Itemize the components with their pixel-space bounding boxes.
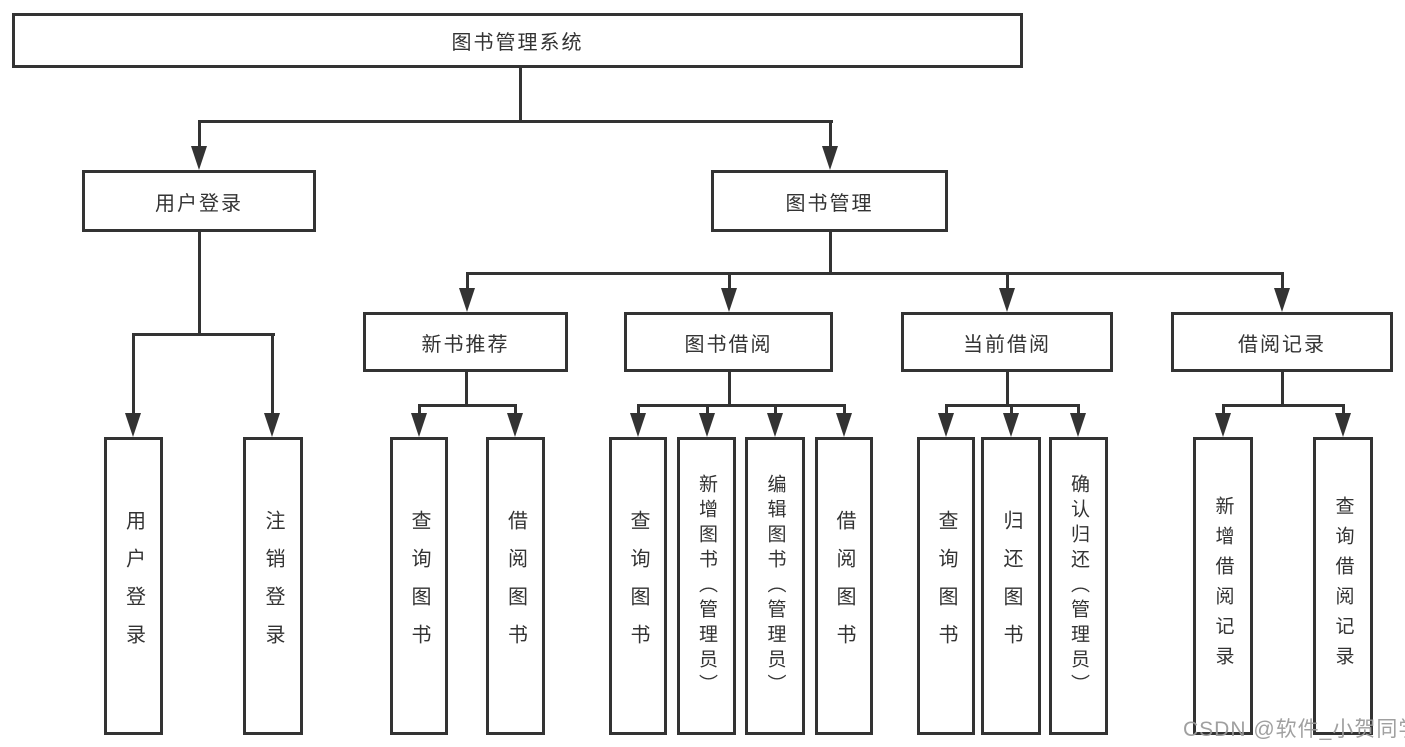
connector-level3-splitter (466, 272, 1284, 275)
root-node-label: 图书管理系统 (451, 32, 584, 54)
node-borrow-records-label: 借阅记录 (1238, 333, 1326, 356)
leaf-borrow-books-recommend: 借阅图书 (486, 437, 545, 735)
arrow-down-icon (938, 413, 954, 437)
arrow-down-icon (125, 413, 141, 437)
arrow-down-icon (1274, 288, 1290, 312)
connector-leaf (774, 404, 777, 413)
connector-new-book-splitter (418, 404, 517, 407)
connector-to-book-management (829, 120, 832, 146)
leaf-add-borrow-record: 新增借阅记录 (1193, 437, 1253, 735)
leaf-borrow-books: 借阅图书 (815, 437, 873, 735)
connector-book-borrow-stub (728, 372, 731, 406)
root-node: 图书管理系统 (12, 13, 1023, 68)
leaf-logout-label: 注销登录 (262, 510, 284, 662)
node-current-borrow-label: 当前借阅 (963, 333, 1051, 356)
node-book-borrow: 图书借阅 (624, 312, 833, 372)
arrow-down-icon (767, 413, 783, 437)
leaf-add-books-admin-label: 新增图书（管理员） (696, 473, 717, 699)
connector-leaf (945, 404, 948, 413)
leaf-add-borrow-record-label: 新增借阅记录 (1212, 496, 1234, 676)
connector-to-leaf-logout (271, 333, 274, 413)
connector-user-login-splitter (132, 333, 275, 336)
arrow-down-icon (836, 413, 852, 437)
leaf-borrow-books-label: 借阅图书 (833, 510, 855, 662)
leaf-return-books: 归还图书 (981, 437, 1041, 735)
leaf-query-books-current-label: 查询图书 (935, 510, 957, 662)
leaf-query-books-current: 查询图书 (917, 437, 975, 735)
connector-leaf (1077, 404, 1080, 413)
connector-borrow-records-splitter (1222, 404, 1345, 407)
connector-leaf (843, 404, 846, 413)
leaf-return-books-label: 归还图书 (1000, 510, 1022, 662)
connector-current-borrow-stub (1006, 372, 1009, 406)
connector-leaf (706, 404, 709, 413)
connector-leaf (514, 404, 517, 413)
leaf-confirm-return-admin-label: 确认归还（管理员） (1068, 473, 1089, 699)
leaf-user-login: 用户登录 (104, 437, 163, 735)
node-new-book-recommend-label: 新书推荐 (421, 333, 510, 356)
connector-leaf (637, 404, 640, 413)
node-user-login-label: 用户登录 (155, 192, 243, 215)
connector-level2-splitter (198, 120, 833, 123)
connector-leaf (418, 404, 421, 413)
connector-user-login-stub (198, 232, 201, 335)
arrow-down-icon (1070, 413, 1086, 437)
connector-root-drop (519, 68, 522, 122)
connector-book-management-stub (829, 232, 832, 274)
leaf-edit-books-admin-label: 编辑图书（管理员） (764, 473, 786, 699)
arrow-down-icon (459, 288, 475, 312)
leaf-user-login-label: 用户登录 (122, 510, 145, 662)
connector-to-borrow-records (1281, 272, 1284, 288)
leaf-borrow-books-recommend-label: 借阅图书 (504, 510, 527, 662)
leaf-query-borrow-record-label: 查询借阅记录 (1332, 496, 1354, 676)
arrow-down-icon (822, 146, 838, 170)
node-current-borrow: 当前借阅 (901, 312, 1113, 372)
arrow-down-icon (1215, 413, 1231, 437)
csdn-watermark: CSDN @软件_小贺同学 (1183, 718, 1405, 741)
arrow-down-icon (1003, 413, 1019, 437)
arrow-down-icon (1335, 413, 1351, 437)
arrow-down-icon (191, 146, 207, 170)
node-borrow-records: 借阅记录 (1171, 312, 1393, 372)
arrow-down-icon (721, 288, 737, 312)
leaf-add-books-admin: 新增图书（管理员） (677, 437, 736, 735)
node-book-management-label: 图书管理 (785, 192, 874, 215)
leaf-query-books-borrow-label: 查询图书 (627, 510, 649, 662)
connector-to-new-book (466, 272, 469, 288)
arrow-down-icon (507, 413, 523, 437)
connector-to-user-login (198, 120, 201, 146)
node-book-management: 图书管理 (711, 170, 948, 232)
arrow-down-icon (699, 413, 715, 437)
arrow-down-icon (630, 413, 646, 437)
leaf-query-books-borrow: 查询图书 (609, 437, 667, 735)
node-book-borrow-label: 图书借阅 (684, 333, 773, 356)
connector-leaf (1342, 404, 1345, 413)
leaf-query-books-recommend: 查询图书 (390, 437, 448, 735)
node-new-book-recommend: 新书推荐 (363, 312, 568, 372)
leaf-query-books-recommend-label: 查询图书 (408, 510, 430, 662)
arrow-down-icon (411, 413, 427, 437)
connector-book-borrow-splitter (637, 404, 846, 407)
leaf-query-borrow-record: 查询借阅记录 (1313, 437, 1373, 735)
leaf-confirm-return-admin: 确认归还（管理员） (1049, 437, 1108, 735)
arrow-down-icon (264, 413, 280, 437)
node-user-login: 用户登录 (82, 170, 316, 232)
connector-leaf (1010, 404, 1013, 413)
arrow-down-icon (999, 288, 1015, 312)
connector-to-book-borrow (728, 272, 731, 288)
connector-borrow-records-stub (1281, 372, 1284, 406)
connector-leaf (1222, 404, 1225, 413)
connector-new-book-stub (465, 372, 468, 406)
connector-to-current-borrow (1006, 272, 1009, 288)
connector-to-leaf-user-login (132, 333, 135, 413)
leaf-edit-books-admin: 编辑图书（管理员） (745, 437, 805, 735)
leaf-logout: 注销登录 (243, 437, 303, 735)
